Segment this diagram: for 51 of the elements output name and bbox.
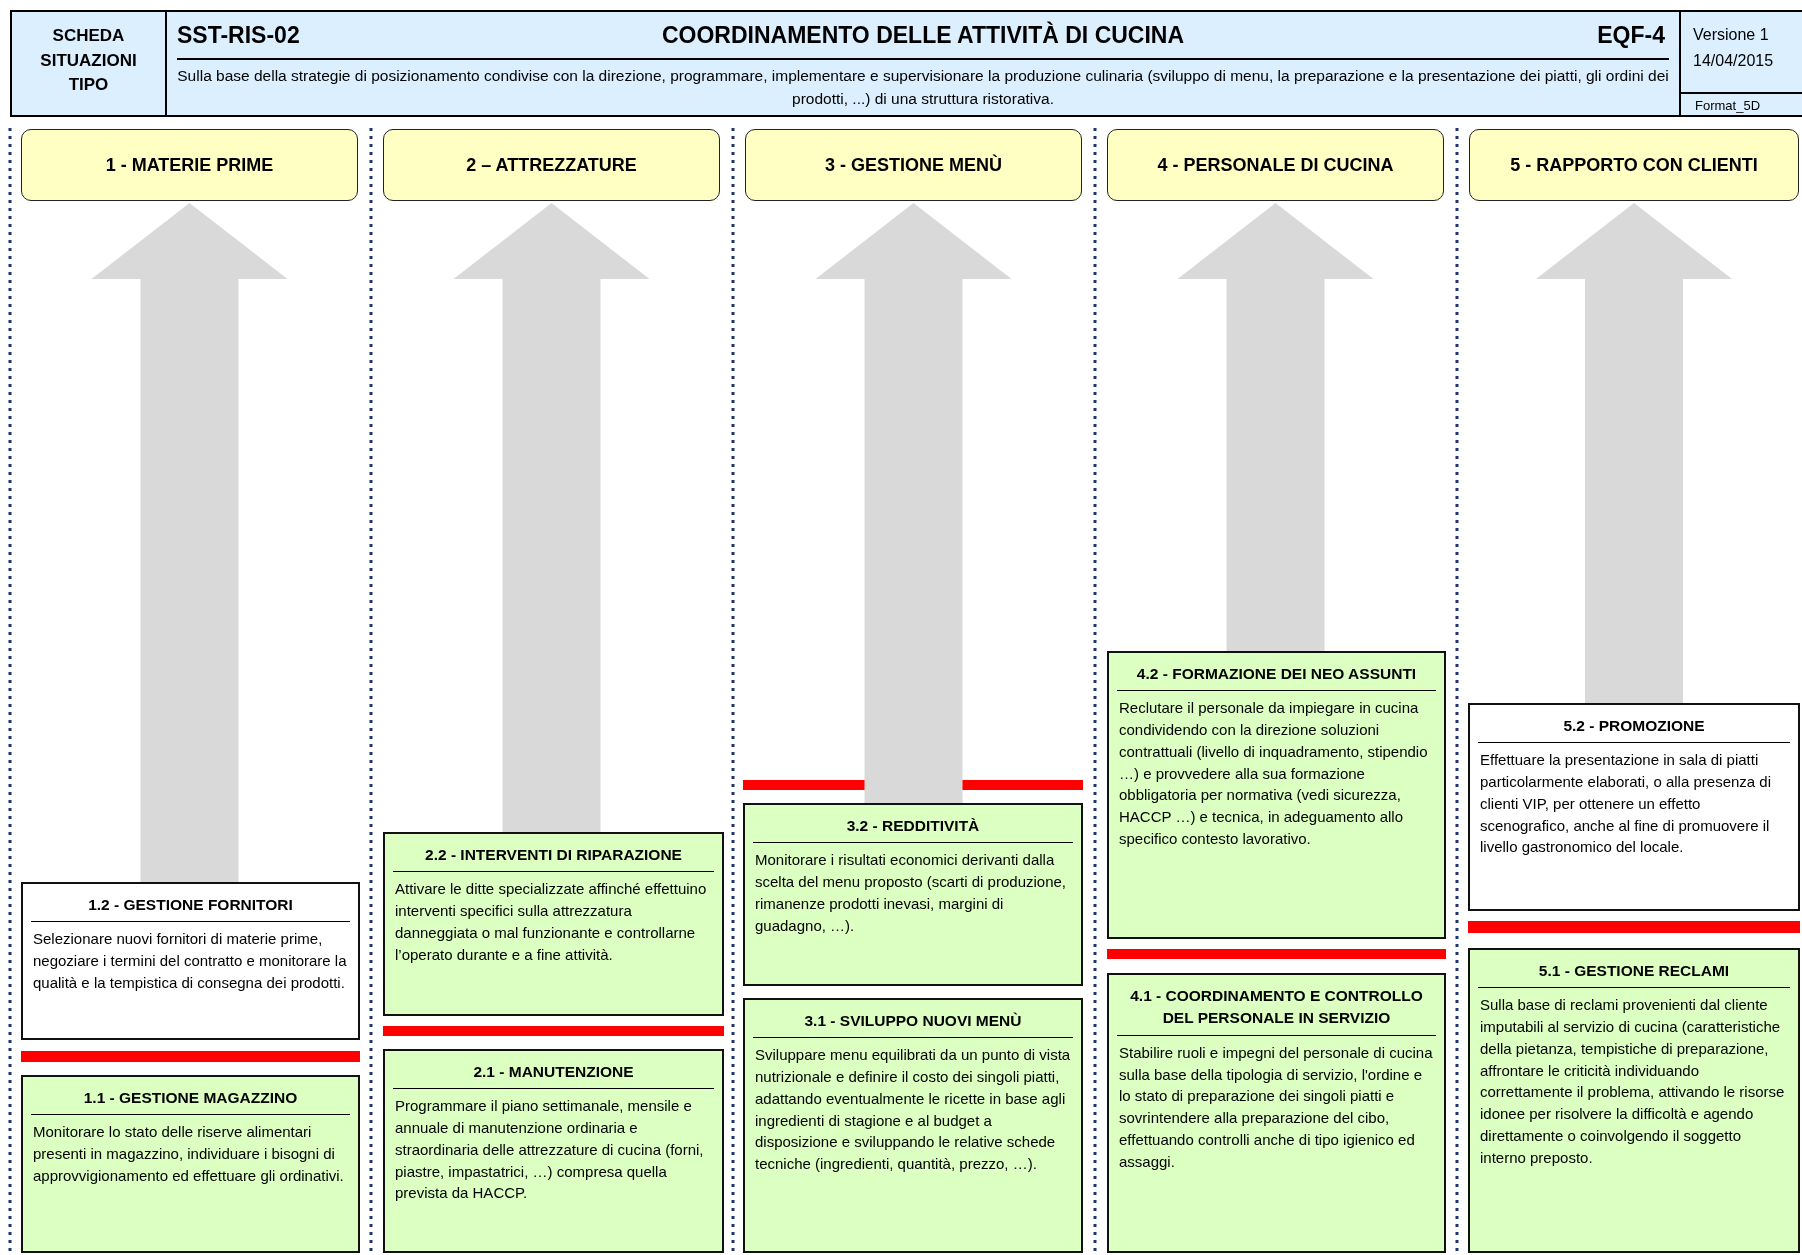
task-description: Programmare il piano settimanale, mensile e annuale di manutenzione ordinaria e straordinaria delle attrezzature di cucina (forni, piastre, impastatrici, …) compresa quella prevista da HACCP. (394, 1096, 705, 1204)
task-card (383, 1049, 724, 1253)
column-header (21, 129, 358, 201)
task-heading: 1.2 - GESTIONE FORNITORI (31, 890, 350, 923)
task-card (1468, 703, 1800, 911)
eqf-level: EQF-4 (1597, 22, 1665, 49)
task-description: Selezionare nuovi fornitori di materie prime, negoziare i termini del contratto e monitorare la qualità e la tempistica di consegna dei prodotti. (32, 929, 348, 993)
diagram-title: COORDINAMENTO DELLE ATTIVITÀ DI CUCINA (660, 22, 1186, 49)
column-title: 2 – ATTREZZATURE (466, 154, 637, 176)
task-card (1107, 651, 1446, 939)
block-arrow (1177, 203, 1374, 651)
task-heading: 4.2 - FORMAZIONE DEI NEO ASSUNTI (1117, 659, 1436, 692)
description-text: Sulla base della strategie di posizionamento condivise con la direzione, programmare, implementare e supervisionare la produzione culinaria (sviluppo di menu, la preparazione e la presentazione dei piatti, gli ordini dei prodotti, ...) di una struttura ristorativa. (177, 66, 1669, 110)
task-card (21, 1075, 360, 1253)
task-heading: 2.2 - INTERVENTI DI RIPARAZIONE (393, 840, 714, 873)
task-description: Sviluppare menu equilibrati da un punto di vista nutrizionale e definire il costo dei singoli piatti, adattando eventualmente le ricette in base agli ingredienti di stagione e al budget a disposizione e sviluppando le relative schede tecniche (ingredienti, quantità, prezzo, …). (754, 1045, 1072, 1175)
task-description: Stabilire ruoli e impegni del personale di cucina sulla base della tipologia di servizio, l'ordine e lo stato di preparazione dei singoli piatti e sovrintendere alla preparazione del cibo, effettuando controlli anche di tipo igienico ed assaggi. (1118, 1042, 1434, 1172)
version-label: Versione 1 (1693, 26, 1769, 44)
column-header (383, 129, 720, 201)
task-description: Attivare le ditte specializzate affinché effettuino interventi specifici sulla attrezzatura danneggiata o mal funzionante e controllarne l’operato durante e a fine attività. (394, 879, 708, 965)
task-heading: 2.1 - MANUTENZIONE (393, 1057, 714, 1090)
column-title: 4 - PERSONALE DI CUCINA (1157, 154, 1394, 176)
block-arrow (453, 203, 650, 832)
task-heading: 4.1 - COORDINAMENTO E CONTROLLO DEL PERSONALE IN SERVIZIO (1117, 981, 1436, 1036)
column-header (1469, 129, 1799, 201)
block-arrow (1536, 203, 1732, 703)
date-label: 14/04/2015 (1693, 52, 1774, 70)
format-label: Format_5D (1695, 98, 1761, 113)
task-card (1107, 973, 1446, 1253)
task-description: Reclutare il personale da impiegare in cucina condividendo con la direzione soluzioni contrattuali (livello di inquadramento, stipendio …) e provvedere alla sua formazione obbligatoria per normativa (vedi sicurezza, HACCP …) e tecnica, in adeguamento allo specifico contesto lavorativo. (1118, 698, 1429, 849)
task-card (743, 803, 1083, 986)
task-heading: 3.2 - REDDITIVITÀ (753, 811, 1073, 844)
column-title: 5 - RAPPORTO CON CLIENTI (1510, 154, 1758, 176)
task-description: Sulla base di reclami provenienti dal cliente imputabili al servizio di cucina (caratteristiche della pietanza, tempistiche di preparazione, affrontare le criticità individuando correttamente il problema, attivando le risorse idonee per risolvere la difficoltà e agendo direttamente o coinvolgendo il soggetto interno preposto. (1479, 995, 1786, 1168)
task-card (1468, 948, 1800, 1253)
task-description: Monitorare lo stato delle riserve alimentari presenti in magazzino, individuare i bisogni di approvvigionamento ed effettuare gli ordinativi. (32, 1122, 345, 1186)
task-card (21, 882, 360, 1040)
column-title: 3 - GESTIONE MENÙ (825, 154, 1002, 176)
form-type-label: SCHEDA SITUAZIONI TIPO (39, 25, 138, 97)
task-description: Effettuare la presentazione in sala di piatti particolarmente elaborati, o alla presenza di clienti VIP, per ottenere un effetto scenografico, anche al fine di promuovere il livello gastronomico del locale. (1479, 750, 1772, 858)
task-heading: 5.2 - PROMOZIONE (1478, 711, 1790, 744)
column-header (745, 129, 1082, 201)
column-title: 1 - MATERIE PRIME (105, 154, 274, 176)
task-heading: 1.1 - GESTIONE MAGAZZINO (31, 1083, 350, 1116)
task-heading: 5.1 - GESTIONE RECLAMI (1478, 956, 1790, 989)
document-code: SST-RIS-02 (177, 22, 300, 49)
task-heading: 3.1 - SVILUPPO NUOVI MENÙ (753, 1006, 1073, 1039)
column-header (1107, 129, 1444, 201)
task-description: Monitorare i risultati economici derivanti dalla scelta del menu proposto (scarti di produzione, rimanenze prodotti inevasi, margini di guadagno, …). (754, 850, 1067, 936)
task-card (743, 998, 1083, 1253)
task-card (383, 832, 724, 1016)
